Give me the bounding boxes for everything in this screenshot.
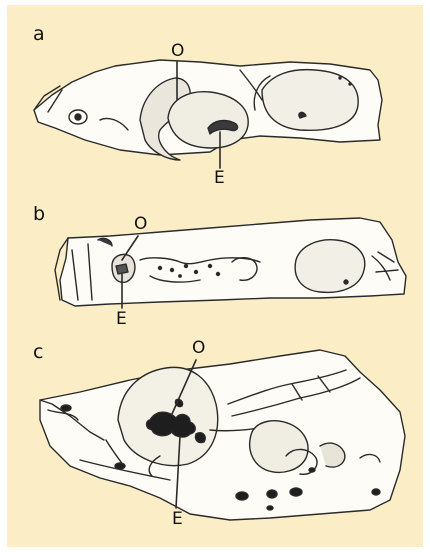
panel-label-c: c xyxy=(33,343,43,362)
panel-a-drawing xyxy=(34,60,382,168)
panel-label-b: b xyxy=(33,205,45,224)
panel-c-marker-o: O xyxy=(192,340,205,357)
panel-b-drawing xyxy=(55,218,406,308)
panel-b-marker-o: O xyxy=(134,216,147,233)
panel-c-drawing xyxy=(40,350,405,520)
panel-b-marker-e: E xyxy=(116,311,127,328)
panel-a-marker-e: E xyxy=(214,170,225,187)
panel-label-a: a xyxy=(33,25,45,44)
panel-a-marker-o: O xyxy=(171,43,184,60)
panel-c-marker-e: E xyxy=(172,511,183,528)
